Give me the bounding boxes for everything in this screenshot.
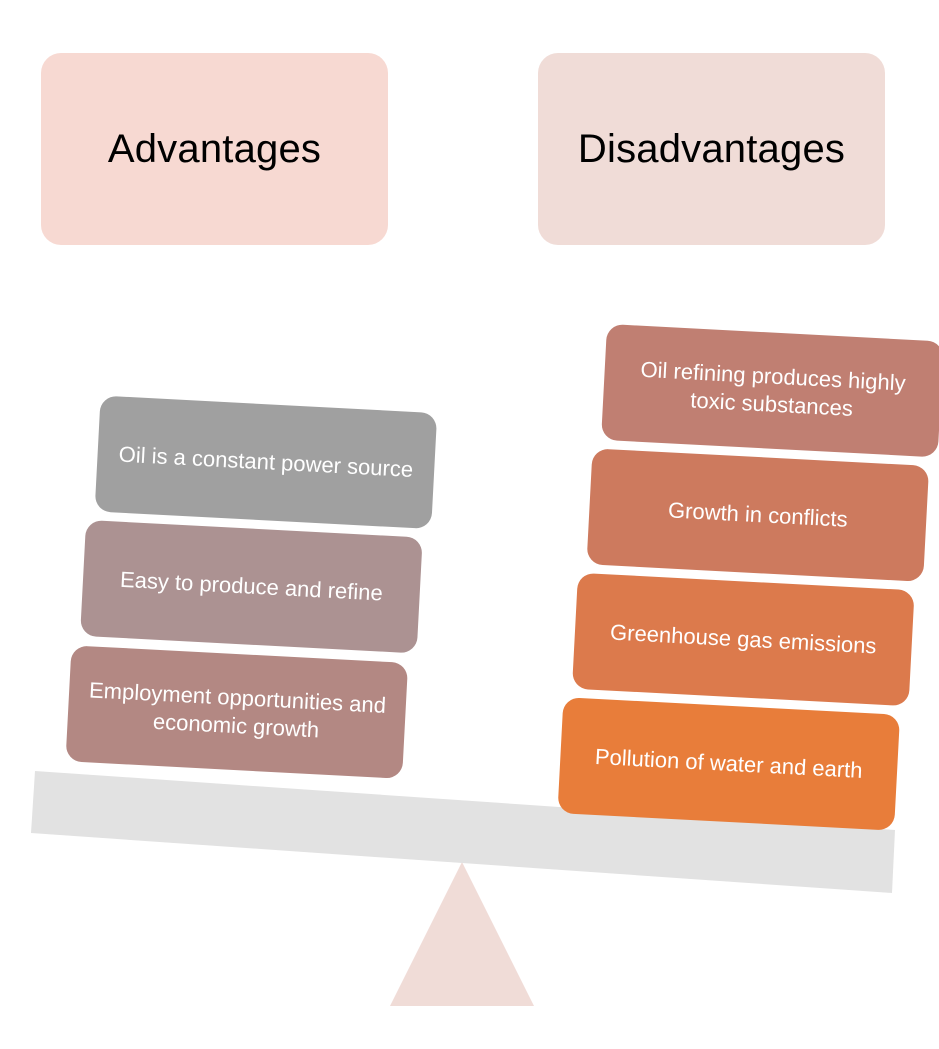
balance-scale bbox=[31, 771, 895, 1006]
advantage-item-power-source: Oil is a constant power source bbox=[94, 395, 438, 530]
disadvantages-header-label: Disadvantages bbox=[577, 126, 846, 171]
disadvantage-item-greenhouse: Greenhouse gas emissions bbox=[571, 572, 915, 707]
disadvantage-item-label: Oil refining produces highly toxic subst… bbox=[639, 356, 907, 421]
disadvantage-item-conflicts: Growth in conflicts bbox=[586, 448, 930, 582]
advantage-item-label: Oil is a constant power source bbox=[118, 441, 414, 482]
advantage-item-employment: Employment opportunities and economic gr… bbox=[65, 645, 409, 779]
advantage-item-label: Easy to produce and refine bbox=[119, 566, 384, 606]
advantages-header: Advantages bbox=[41, 53, 388, 245]
advantage-item-easy-produce: Easy to produce and refine bbox=[80, 519, 423, 654]
disadvantage-item-pollution: Pollution of water and earth bbox=[557, 697, 901, 831]
advantage-item-label: Employment opportunities and economic gr… bbox=[88, 677, 387, 743]
disadvantage-item-toxic: Oil refining produces highly toxic subst… bbox=[601, 323, 939, 458]
disadvantage-item-label: Greenhouse gas emissions bbox=[609, 619, 878, 659]
advantages-header-label: Advantages bbox=[107, 126, 322, 171]
fulcrum-triangle bbox=[390, 862, 534, 1006]
balance-beam bbox=[31, 771, 895, 893]
disadvantage-item-label: Growth in conflicts bbox=[667, 497, 849, 532]
disadvantages-header: Disadvantages bbox=[538, 53, 885, 245]
disadvantage-item-label: Pollution of water and earth bbox=[594, 743, 864, 783]
